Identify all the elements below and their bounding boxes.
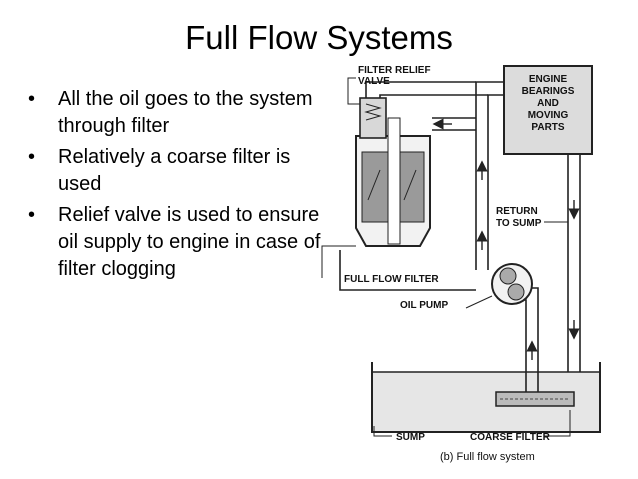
- leader-lines: [321, 77, 571, 437]
- coarse-filter-icon: [495, 391, 575, 407]
- oil-pump-icon: [491, 263, 533, 305]
- flow-arrows: [432, 118, 580, 360]
- label-sump: SUMP: [396, 432, 425, 443]
- bullet-item: • All the oil goes to the system through …: [28, 86, 328, 140]
- filter-relief-valve-icon: [359, 97, 387, 139]
- full-flow-system-diagram: FILTER RELIEF VALVE ENGINE BEARINGS AND …: [321, 65, 601, 463]
- label-engine: ENGINE: [529, 74, 568, 85]
- label-return-to-sump: RETURN: [496, 206, 538, 217]
- label-engine: AND: [537, 98, 559, 109]
- label-engine: PARTS: [531, 122, 564, 133]
- bullet-list: • All the oil goes to the system through …: [28, 86, 328, 287]
- label-engine: BEARINGS: [522, 86, 575, 97]
- full-flow-filter-icon: [355, 117, 431, 247]
- bullet-icon: •: [28, 204, 36, 226]
- label-engine: MOVING: [528, 110, 569, 121]
- engine-box: [503, 65, 593, 155]
- slide-title: Full Flow Systems: [185, 19, 453, 56]
- label-filter-relief-valve: VALVE: [358, 76, 390, 87]
- bullet-text: Relief valve is used to ensure oil suppl…: [58, 204, 321, 280]
- diagram-caption: (b) Full flow system: [440, 451, 535, 463]
- bullet-text: Relatively a coarse filter is used: [58, 146, 291, 195]
- bullet-item: • Relatively a coarse filter is used: [28, 144, 328, 198]
- bullet-icon: •: [28, 88, 36, 110]
- label-coarse-filter: COARSE FILTER: [470, 432, 551, 443]
- label-oil-pump: OIL PUMP: [400, 300, 448, 311]
- bullet-icon: •: [28, 146, 36, 168]
- label-return-to-sump: TO SUMP: [496, 218, 542, 229]
- label-filter-relief-valve: FILTER RELIEF: [358, 65, 431, 76]
- bullet-text: All the oil goes to the system through f…: [58, 88, 313, 137]
- bullet-item: • Relief valve is used to ensure oil supp…: [28, 202, 328, 283]
- label-full-flow-filter: FULL FLOW FILTER: [344, 274, 439, 285]
